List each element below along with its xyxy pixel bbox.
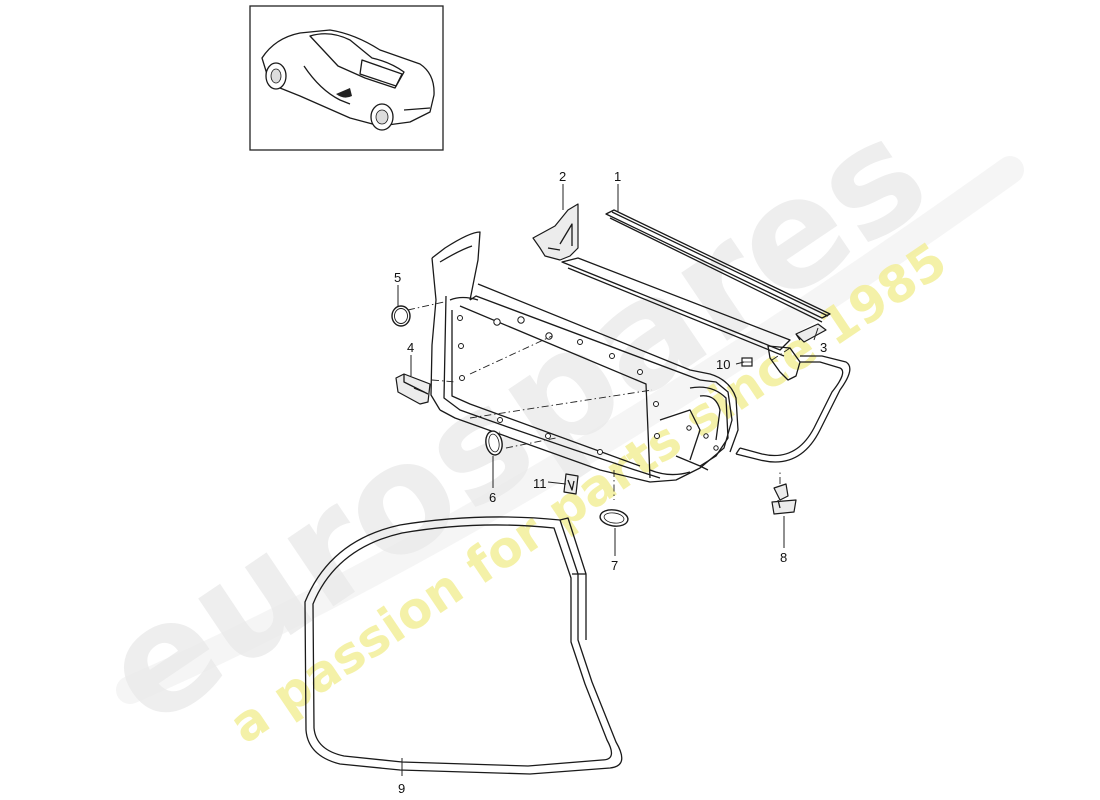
window-seal-inner xyxy=(561,257,801,381)
part-7-oval-grommet xyxy=(599,509,629,527)
door-frame-seal xyxy=(735,355,851,463)
part-5-round-plug xyxy=(391,305,411,327)
callout-10: 10 xyxy=(716,357,730,372)
callout-3: 3 xyxy=(820,340,827,355)
part-8-buffer xyxy=(771,483,797,515)
callout-labels: 1 2 3 4 5 6 7 8 9 10 11 xyxy=(394,169,827,796)
part-6-oval-plug xyxy=(485,430,503,456)
callout-4: 4 xyxy=(407,340,414,355)
vehicle-thumbnail xyxy=(249,5,444,151)
part-11-u-clip xyxy=(563,473,579,495)
callout-9: 9 xyxy=(398,781,405,796)
callout-5: 5 xyxy=(394,270,401,285)
callout-8: 8 xyxy=(780,550,787,565)
part-1-window-seal-outer xyxy=(605,209,831,323)
callout-7: 7 xyxy=(611,558,618,573)
watermark: eurospares a passion for parts since 198… xyxy=(73,85,1024,760)
callout-6: 6 xyxy=(489,490,496,505)
callout-2: 2 xyxy=(559,169,566,184)
part-4-bracket xyxy=(395,373,431,405)
part-3-clip xyxy=(795,323,827,343)
leader-lines xyxy=(397,184,819,776)
callout-1: 1 xyxy=(614,169,621,184)
alignment-lines xyxy=(407,301,791,500)
callout-11: 11 xyxy=(533,476,547,491)
door-shell xyxy=(430,231,739,483)
part-2-mirror-triangle-cover xyxy=(532,203,579,261)
part-9-door-seal xyxy=(304,516,623,775)
door-mounting-holes xyxy=(457,315,719,455)
